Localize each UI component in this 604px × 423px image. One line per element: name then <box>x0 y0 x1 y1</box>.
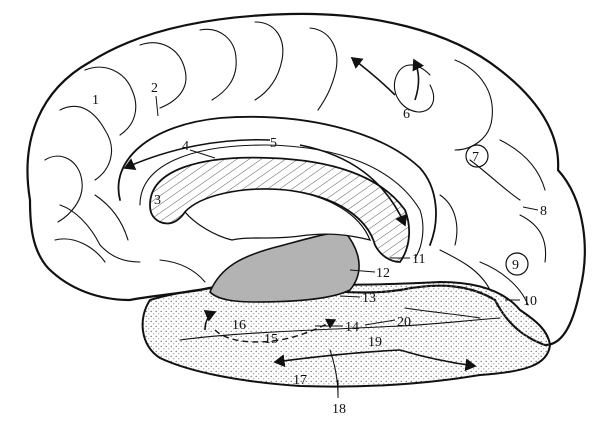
paracentral-arrow-left <box>350 57 396 96</box>
cingulate-sulcus <box>117 115 437 246</box>
label-11: 11 <box>412 252 425 267</box>
cortical-sulci <box>44 21 547 306</box>
label-8: 8 <box>540 204 547 219</box>
label-9: 9 <box>512 258 519 273</box>
label-7-circle <box>465 144 489 168</box>
label-10: 10 <box>523 294 537 309</box>
label-3: 3 <box>154 193 161 208</box>
label-16: 16 <box>232 318 246 333</box>
label-2: 2 <box>151 81 158 96</box>
uncus-arrow <box>203 309 217 331</box>
temporal-double-arrow-left <box>273 349 401 368</box>
temporal-double-arrow-right <box>399 349 477 372</box>
septum-fornix-area <box>184 188 372 241</box>
label-7: 7 <box>472 150 479 165</box>
paracentral-arrow-right <box>412 58 425 101</box>
label-19: 19 <box>368 335 382 350</box>
label-5: 5 <box>270 136 277 151</box>
callosal-sulcus <box>139 144 424 259</box>
label-15: 15 <box>264 332 278 347</box>
leader-lines <box>155 95 539 398</box>
label-6: 6 <box>403 107 410 122</box>
label-18: 18 <box>332 402 346 417</box>
thalamus-region <box>209 231 360 303</box>
label-4: 4 <box>182 139 189 154</box>
label-20: 20 <box>397 315 411 330</box>
label-1: 1 <box>92 93 99 108</box>
label-17: 17 <box>293 373 307 388</box>
cingulate-arrow <box>123 138 271 170</box>
label-9-circle <box>505 252 529 276</box>
corpus-callosum <box>149 156 411 263</box>
label-14: 14 <box>345 320 359 335</box>
cingulate-arrow-back <box>299 144 407 227</box>
label-13: 13 <box>362 291 376 306</box>
hippocampal-dashed-arrow <box>214 318 337 343</box>
label-12: 12 <box>376 266 390 281</box>
